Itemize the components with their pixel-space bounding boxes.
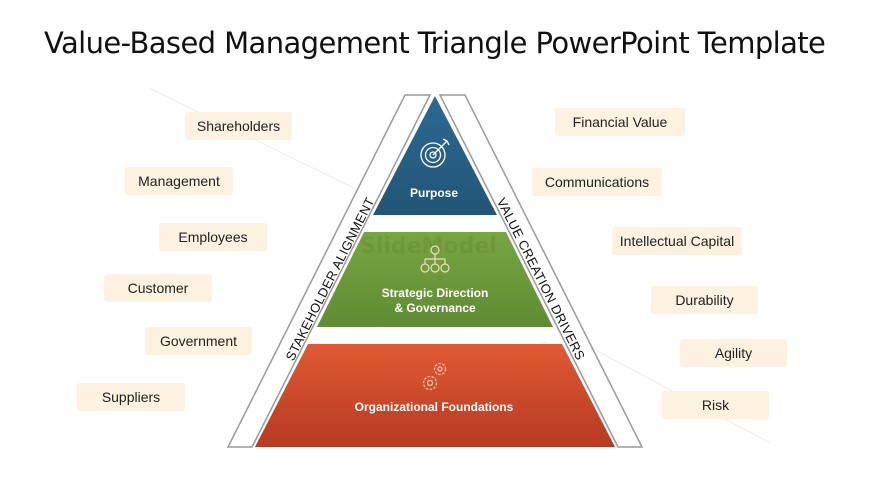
tag-shareholders: Shareholders: [185, 112, 292, 140]
slide-title: Value-Based Management Triangle PowerPoi…: [44, 26, 826, 60]
tier-middle: [317, 232, 553, 327]
tier-bottom: [255, 344, 615, 447]
tag-management: Management: [125, 167, 233, 195]
tag-suppliers: Suppliers: [77, 383, 185, 411]
tag-customer: Customer: [104, 274, 212, 302]
tag-financial-value: Financial Value: [555, 108, 685, 136]
tag-employees: Employees: [159, 223, 267, 251]
tag-intellectual-capital: Intellectual Capital: [612, 227, 742, 255]
tag-government: Government: [145, 327, 252, 355]
tier-middle-label-line2: & Governance: [394, 301, 476, 315]
tag-risk: Risk: [662, 391, 769, 419]
tier-middle-label-line1: Strategic Direction: [382, 286, 489, 300]
org-chart-icon: [420, 245, 450, 273]
gears-icon: [422, 362, 447, 391]
tag-durability: Durability: [651, 286, 758, 314]
tag-communications: Communications: [532, 168, 662, 196]
tier-top: [373, 96, 497, 215]
tier-bottom-label: Organizational Foundations: [355, 400, 514, 414]
tier-top-label: Purpose: [410, 186, 458, 200]
tag-agility: Agility: [680, 339, 787, 367]
watermark: SlideModel: [360, 234, 497, 259]
target-icon: [420, 138, 450, 168]
right-frame-band: [438, 94, 644, 448]
left-frame-band: [226, 94, 432, 448]
